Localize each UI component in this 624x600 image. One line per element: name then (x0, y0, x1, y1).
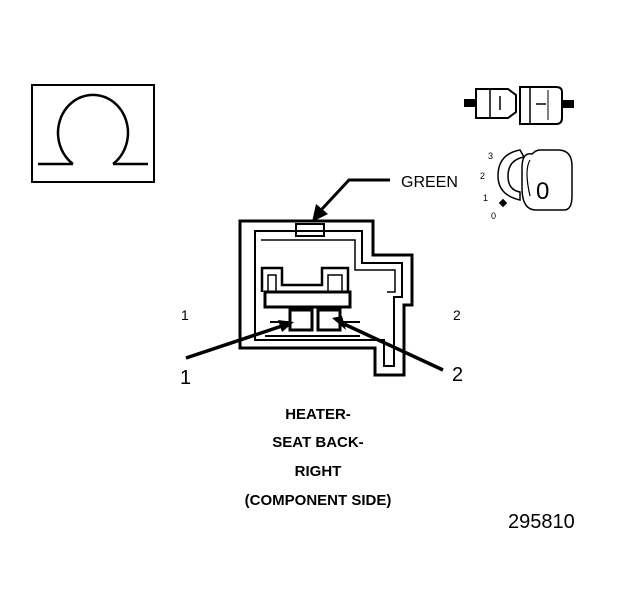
pointer-label-2: 2 (452, 364, 463, 386)
wire-color-callout: GREEN (312, 174, 458, 222)
connector-body (238, 219, 414, 377)
key-letter: 0 (536, 178, 549, 205)
position-scale-3: 3 (488, 151, 493, 161)
caption-line-2: SEAT BACK- (272, 434, 363, 451)
caption-line-3: RIGHT (295, 463, 342, 480)
position-scale-1: 1 (483, 193, 488, 203)
pointer-label-1: 1 (180, 367, 191, 389)
wire-color-label: GREEN (401, 174, 458, 191)
position-scale-2: 2 (480, 171, 485, 181)
connector-pair-icon (464, 86, 574, 125)
cavity-label-1: 1 (181, 307, 189, 323)
position-scale-0: 0 (491, 211, 496, 221)
component-caption: HEATER- SEAT BACK- RIGHT (COMPONENT SIDE… (245, 406, 392, 509)
terminal-pointer-1 (185, 320, 294, 360)
caption-line-1: HEATER- (285, 406, 351, 423)
connector-position-key-icon: 3 2 1 0 0 (480, 149, 573, 221)
terminal-pointer-2 (332, 316, 444, 372)
ohm-symbol-icon (31, 84, 155, 183)
caption-line-4: (COMPONENT SIDE) (245, 492, 392, 509)
cavity-label-2: 2 (453, 307, 461, 323)
figure-number: 295810 (508, 511, 575, 533)
